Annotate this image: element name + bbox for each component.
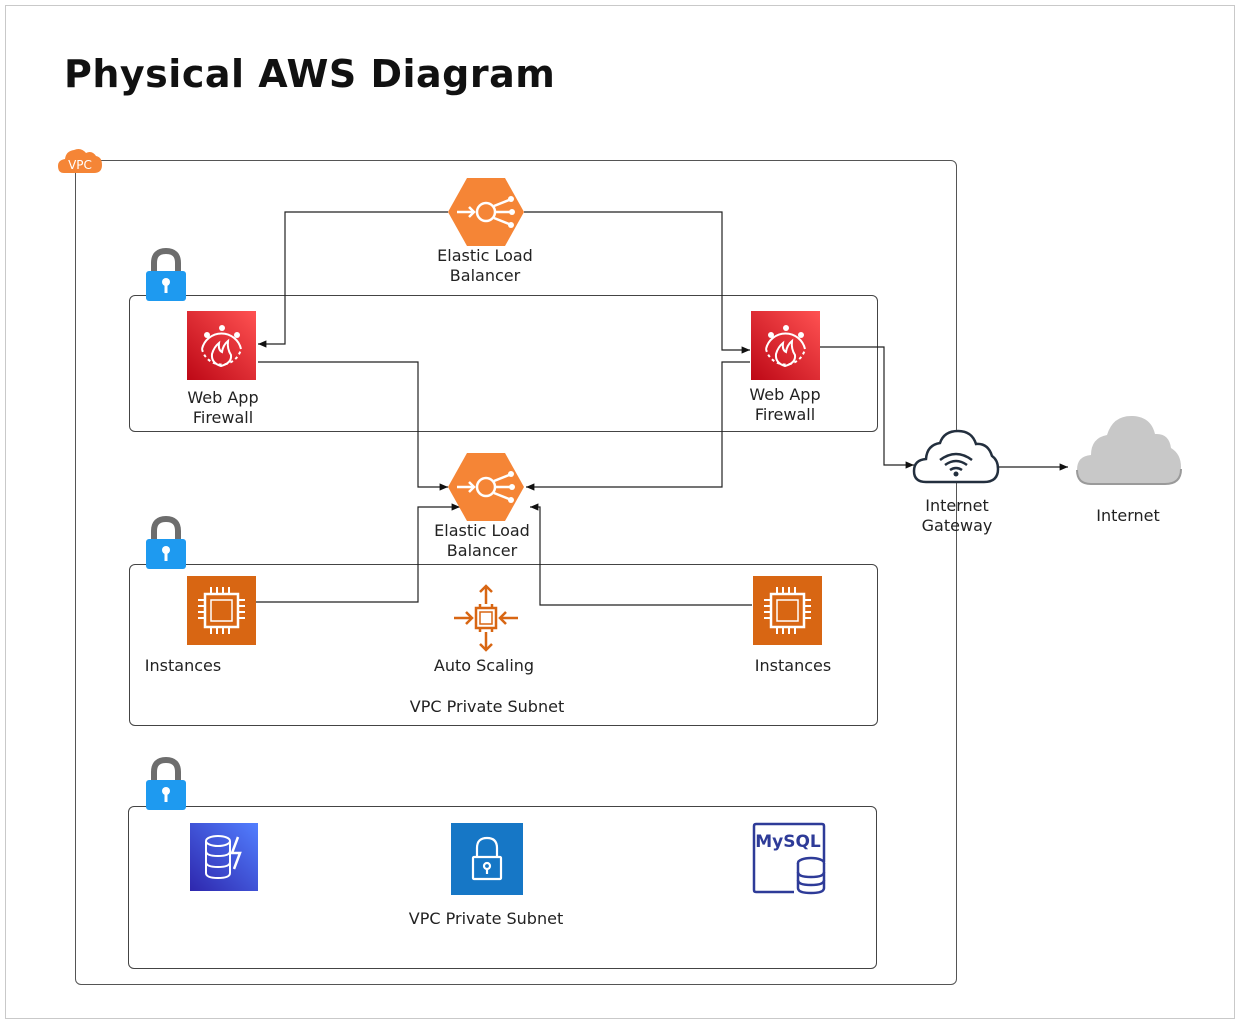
app-private-subnet-box <box>129 564 878 726</box>
edge-elb-top-to-waf-right <box>524 211 750 354</box>
edge-elb-top-to-waf-left <box>258 211 448 348</box>
app-subnet-lock-icon <box>145 515 187 573</box>
public-subnet-box <box>129 295 878 432</box>
vpc-lock-icon[interactable] <box>451 823 523 899</box>
edge-instances-right-to-elb-mid <box>530 503 752 606</box>
elastic-load-balancer-icon[interactable] <box>447 177 525 251</box>
edge-waf-right-to-igw <box>820 346 914 469</box>
auto-scaling-label: Auto Scaling <box>433 656 535 675</box>
vpc-cloud-icon: VPC <box>58 149 102 173</box>
instances-left-label: Instances <box>144 656 222 675</box>
internet-gateway-icon[interactable] <box>912 428 1000 490</box>
ec2-instance-icon[interactable] <box>187 576 256 649</box>
canvas-frame <box>5 5 1235 1019</box>
mysql-text: MySQL <box>755 832 821 852</box>
auto-scaling-icon[interactable] <box>452 584 520 656</box>
edge-waf-left-to-elb-mid <box>258 361 448 491</box>
instances-right-label: Instances <box>754 656 832 675</box>
vpc-badge: VPC <box>56 145 104 177</box>
cloud-icon[interactable] <box>1075 412 1183 490</box>
mysql-database-icon[interactable]: MySQL <box>752 822 828 900</box>
vpc-container <box>75 160 957 985</box>
edge-waf-right-to-elb-mid <box>526 361 750 491</box>
page-title: Physical AWS Diagram <box>64 52 556 96</box>
dynamodb-icon[interactable] <box>190 823 258 895</box>
ec2-instance-icon[interactable] <box>753 576 822 649</box>
public-subnet-lock-icon <box>145 247 187 305</box>
vpc-badge-text: VPC <box>68 158 92 172</box>
elastic-load-balancer-icon[interactable] <box>447 452 525 526</box>
db-subnet-lock-icon <box>145 756 187 814</box>
web-app-firewall-icon[interactable] <box>187 311 256 384</box>
edge-instances-left-to-elb-mid <box>256 503 460 603</box>
app-subnet-label: VPC Private Subnet <box>409 697 565 716</box>
db-private-subnet-box <box>128 806 877 969</box>
web-app-firewall-icon[interactable] <box>751 311 820 384</box>
db-subnet-label: VPC Private Subnet <box>408 909 564 928</box>
internet-label: Internet <box>1096 506 1160 525</box>
